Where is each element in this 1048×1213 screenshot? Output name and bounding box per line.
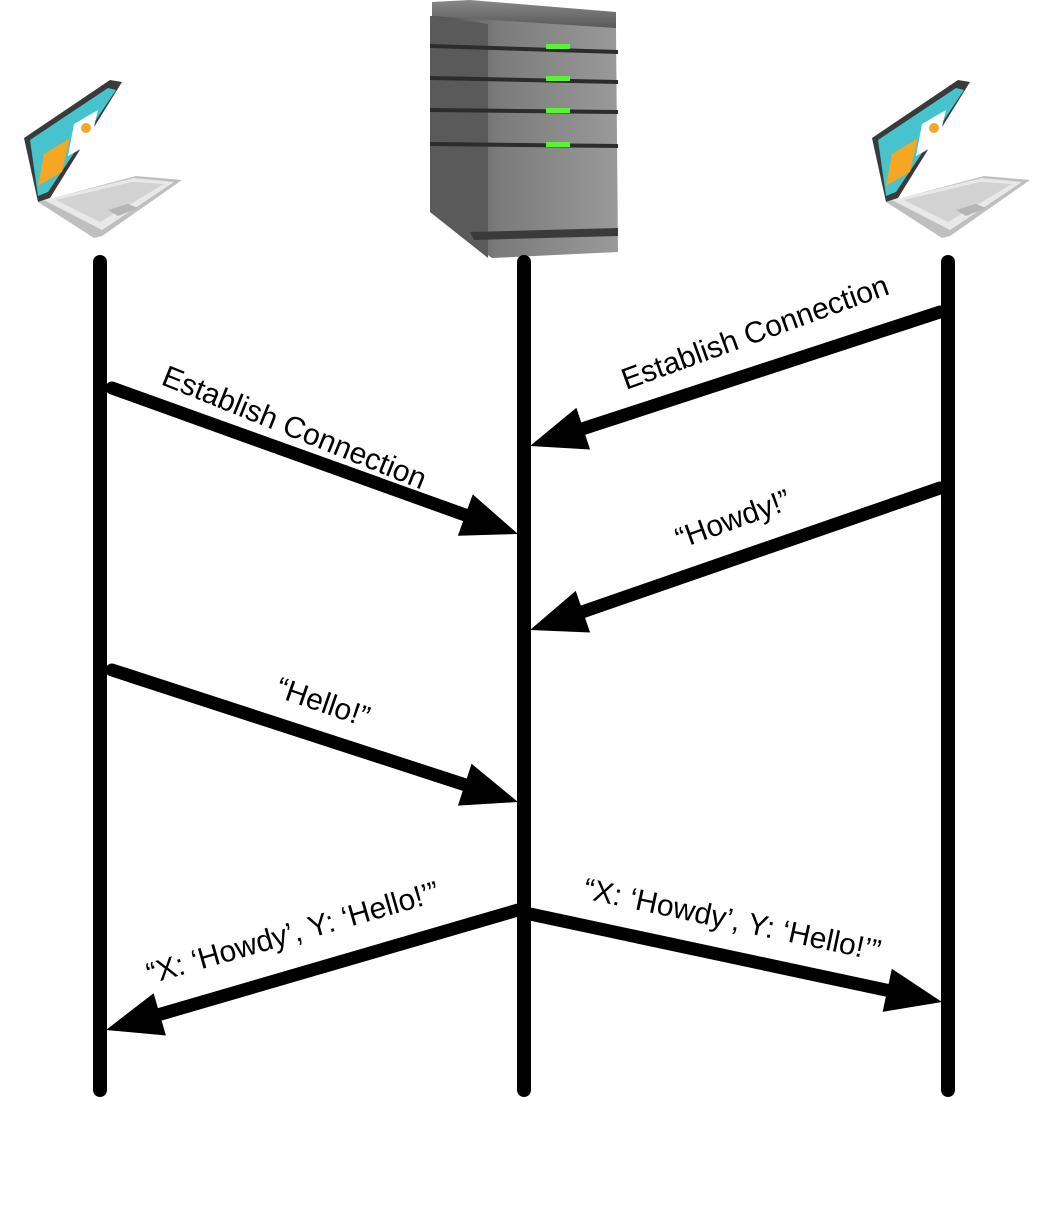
- message-arrow-m5: [149, 903, 525, 1022]
- laptop-icon: [24, 80, 182, 238]
- arrowhead-m6: [882, 968, 942, 1012]
- message-arrows: [105, 305, 947, 1036]
- server-icon: [430, 0, 618, 258]
- message-arrow-m1: [105, 381, 476, 523]
- arrowhead-m2: [530, 407, 591, 450]
- arrowhead-m1: [457, 494, 518, 536]
- arrowhead-m5: [106, 993, 166, 1036]
- message-label: Establish Connection: [157, 360, 431, 496]
- arrowhead-m4: [457, 763, 518, 806]
- message-arrow-m6: [523, 907, 898, 998]
- message-arrow-m3: [572, 481, 947, 620]
- message-arrow-m4: [105, 663, 476, 793]
- arrowhead-m3: [530, 590, 591, 633]
- message-arrow-m2: [572, 305, 947, 437]
- laptop-icon: [872, 80, 1030, 238]
